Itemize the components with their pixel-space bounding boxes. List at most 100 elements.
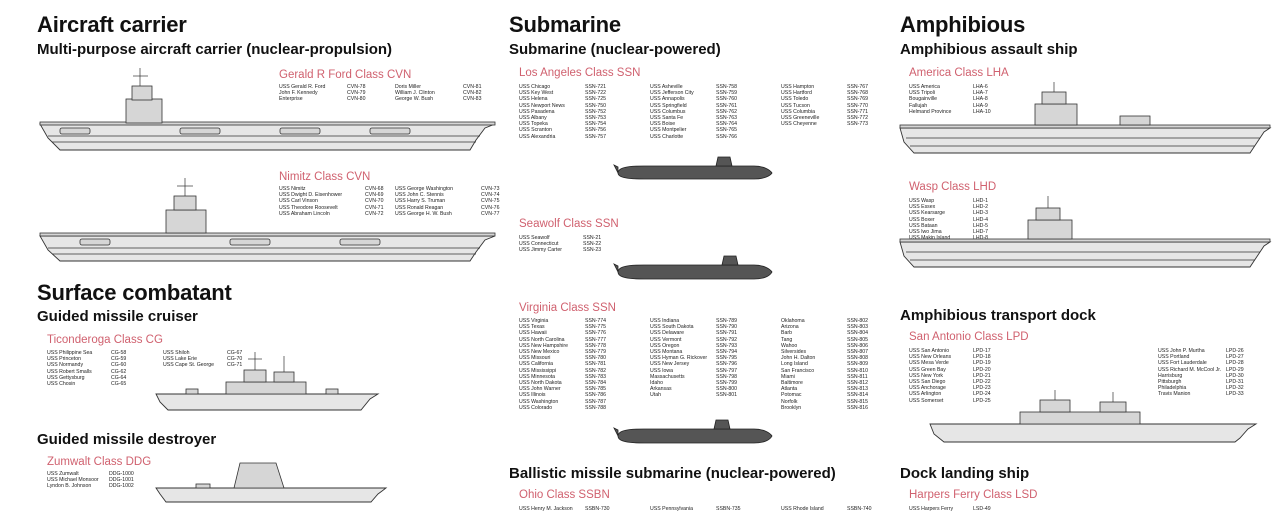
hull-number: SSN-781 — [585, 361, 607, 368]
hull-number: CVN-73 — [481, 186, 500, 192]
hull-number: SSN-787 — [585, 398, 607, 405]
ship-row: USS Princeton CG-59 — [47, 356, 163, 362]
ship-name: USS Annapolis — [650, 96, 685, 103]
ship-name: USS Alexandria — [519, 133, 556, 140]
hull-number: LPD-31 — [1226, 379, 1244, 386]
ship-name: Pittsburgh — [1158, 379, 1182, 386]
hull-number: LPD-33 — [1226, 391, 1244, 398]
hull-number: SSBN-735 — [716, 506, 741, 512]
hull-number: SSN-811 — [847, 373, 868, 380]
ship-name: USS Texas — [519, 324, 545, 331]
hull-number: SSN-797 — [716, 367, 738, 374]
ship-name: Potomac — [781, 392, 802, 399]
ship-name: USS John Warner — [519, 386, 561, 393]
hull-number: CVN-78 — [347, 84, 366, 90]
ship-name: USS Philippine Sea — [47, 350, 93, 356]
hull-number: SSN-760 — [716, 96, 738, 103]
section-title-aircraft-carrier: Aircraft carrier — [37, 12, 187, 37]
ship-name: USS Hampton — [781, 84, 815, 90]
hull-number: CVN-79 — [347, 90, 366, 97]
ship-name: USS New Hampshire — [519, 342, 569, 349]
ship-name: USS New Orleans — [909, 354, 952, 361]
ship-name: USS Green Bay — [909, 366, 946, 373]
hull-number: LHA-9 — [973, 102, 988, 109]
hull-number: LPD-28 — [1226, 360, 1244, 367]
hull-number: SSN-806 — [847, 342, 869, 349]
hull-number: SSN-791 — [716, 330, 738, 337]
ship-name: Long Island — [781, 361, 808, 368]
hull-number: LPD-23 — [973, 385, 991, 392]
hull-number: SSN-782 — [585, 367, 607, 374]
ford-carrier-illustration — [39, 68, 496, 151]
ship-name: USS Abraham Lincoln — [279, 210, 330, 217]
ship-name: USS Newport News — [519, 102, 565, 109]
hull-number: SSN-23 — [583, 247, 602, 254]
hull-number: LHD-1 — [973, 198, 988, 204]
ship-name: Norfolk — [781, 398, 798, 405]
ship-name: USS Robert Smalls — [47, 368, 92, 375]
hull-number: LHA-7 — [973, 90, 988, 97]
hull-number: LPD-22 — [973, 379, 991, 386]
ship-name: USS Mississippi — [519, 367, 557, 374]
class-name-wasp: Wasp Class LHD — [909, 181, 997, 193]
ship-name: USS Hawaii — [519, 330, 547, 337]
ship-name: USS Springfield — [650, 102, 687, 109]
ship-name: USS Princeton — [47, 356, 82, 363]
class-name-seawolf: Seawolf Class SSN — [519, 218, 619, 230]
hull-number: LHD-4 — [973, 216, 988, 223]
ship-name: Silversides — [781, 349, 807, 356]
hull-number: SSN-765 — [716, 127, 738, 134]
hull-number: SSN-775 — [585, 324, 607, 331]
ship-row: Philadelphia LPD-32 — [1158, 385, 1256, 391]
hull-number: SSN-769 — [847, 96, 869, 103]
hull-number: SSN-771 — [847, 108, 869, 115]
hull-number: DDG-1002 — [109, 483, 134, 490]
hull-number: SSN-790 — [716, 324, 738, 331]
ship-name: USS Tucson — [781, 102, 810, 109]
hull-number: CG-59 — [111, 356, 127, 363]
ship-name: USS Key West — [519, 90, 554, 97]
class-name-zumwalt: Zumwalt Class DDG — [47, 456, 152, 468]
hull-number: LPD-18 — [973, 354, 991, 361]
ship-name: USS Portland — [1158, 354, 1190, 361]
class-name-harpers-ferry: Harpers Ferry Class LSD — [909, 489, 1038, 501]
ship-name: USS Iwo Jima — [909, 229, 942, 236]
hull-number: CVN-80 — [347, 96, 366, 103]
hull-number: LPD-32 — [1226, 385, 1244, 392]
ship-name: USS George H. W. Bush — [395, 210, 452, 217]
hull-number: LPD-24 — [973, 391, 991, 398]
ship-name: USS Kearsarge — [909, 210, 946, 217]
ship-name: Philadelphia — [1158, 385, 1187, 392]
wasp-assault-ship-illustration — [899, 196, 1272, 268]
ship-name: USS Lake Erie — [163, 356, 198, 363]
